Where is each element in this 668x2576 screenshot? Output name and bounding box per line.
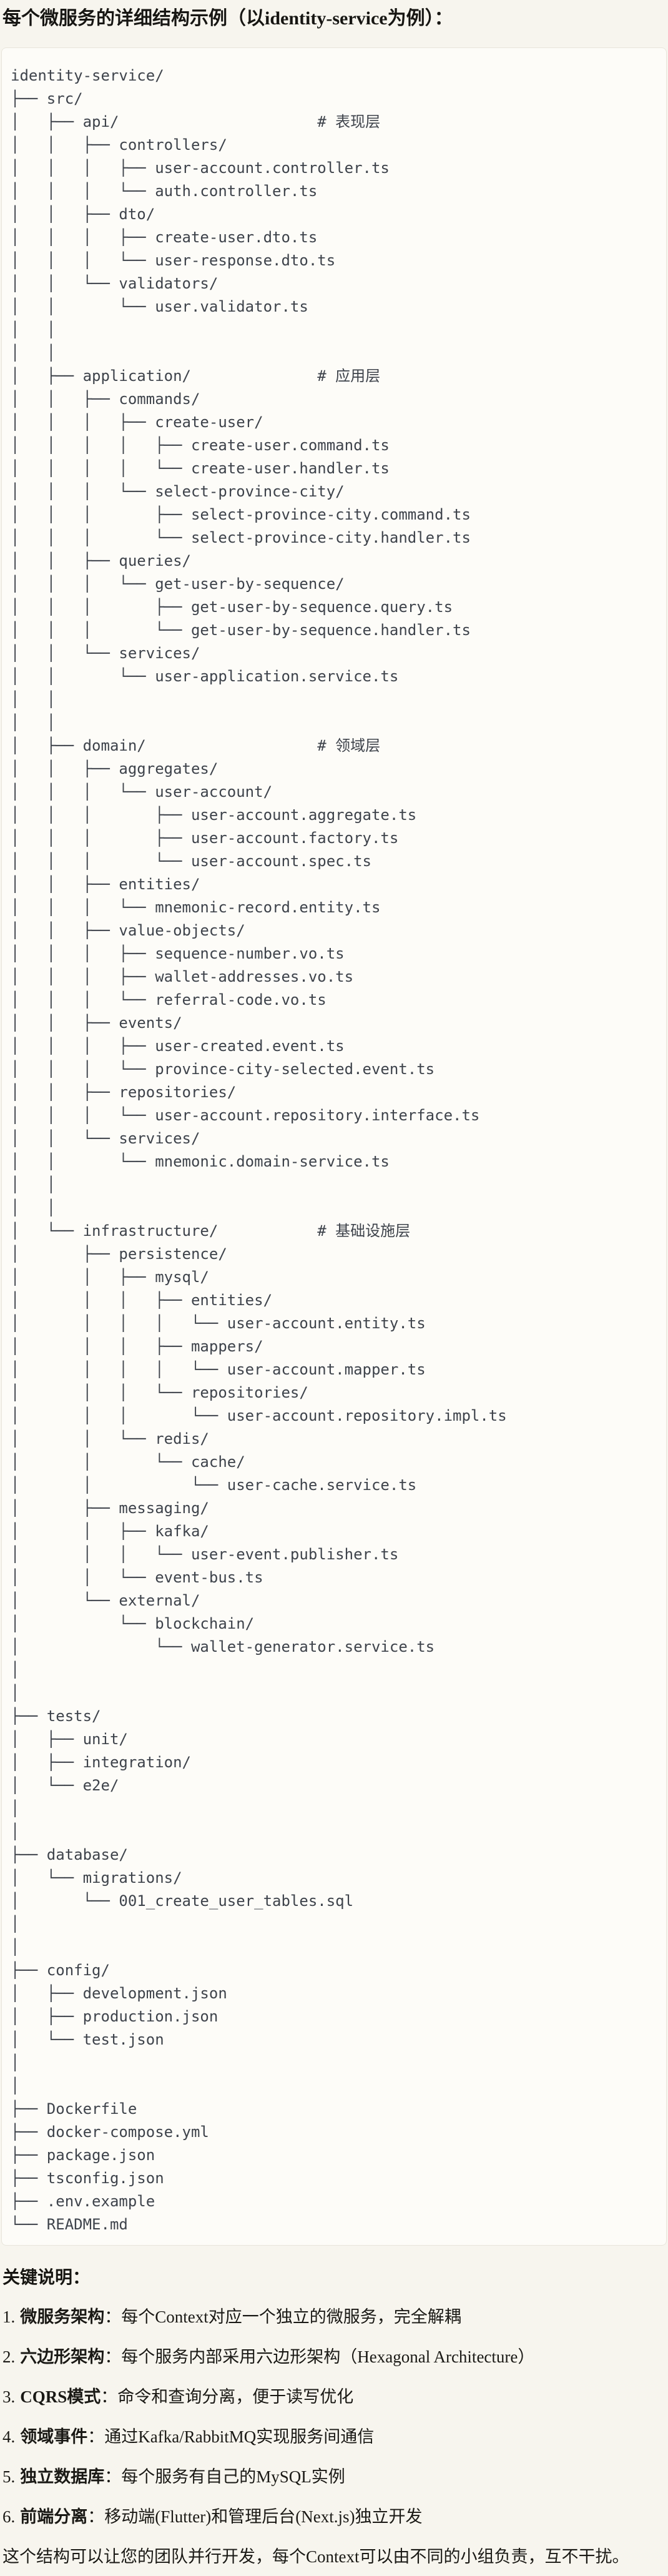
list-item-term: 独立数据库 [20, 2467, 105, 2486]
list-item-term: 前端分离 [20, 2507, 88, 2526]
key-notes-list: 1.微服务架构：每个Context对应一个独立的微服务，完全解耦 2.六边形架构… [2, 2306, 667, 2528]
directory-tree: identity-service/ ├── src/ │ ├── api/ # … [11, 67, 507, 2233]
page: { "page": { "title": "每个微服务的详细结构示例（以iden… [0, 5, 668, 2576]
code-block: identity-service/ ├── src/ │ ├── api/ # … [1, 47, 667, 2246]
list-item: 1.微服务架构：每个Context对应一个独立的微服务，完全解耦 [2, 2306, 667, 2328]
page-title: 每个微服务的详细结构示例（以identity-service为例）： [2, 8, 453, 29]
key-notes-section: 关键说明： 1.微服务架构：每个Context对应一个独立的微服务，完全解耦 2… [2, 2267, 667, 2528]
list-item-term: CQRS模式 [20, 2387, 101, 2406]
list-item-term: 领域事件 [20, 2427, 88, 2446]
list-item-number: 6. [2, 2507, 16, 2526]
list-item-number: 1. [2, 2307, 16, 2326]
list-item-number: 4. [2, 2427, 16, 2446]
list-item-text: ：通过Kafka/RabbitMQ实现服务间通信 [87, 2427, 375, 2446]
list-item: 3.CQRS模式：命令和查询分离，便于读写优化 [2, 2386, 667, 2408]
list-item-number: 5. [2, 2467, 16, 2486]
list-item-number: 3. [2, 2387, 16, 2406]
list-item-text: ：移动端(Flutter)和管理后台(Next.js)独立开发 [87, 2507, 423, 2526]
key-notes-heading: 关键说明： [2, 2268, 91, 2287]
list-item-term: 微服务架构 [20, 2307, 105, 2326]
list-item: 5.独立数据库：每个服务有自己的MySQL实例 [2, 2465, 667, 2488]
list-item-text: ：命令和查询分离，便于读写优化 [101, 2387, 354, 2406]
list-item-text: ：每个服务有自己的MySQL实例 [104, 2467, 345, 2486]
list-item-text: ：每个Context对应一个独立的微服务，完全解耦 [104, 2307, 461, 2326]
list-item-text: ：每个服务内部采用六边形架构（Hexagonal Architecture） [104, 2347, 535, 2366]
page-content: 每个微服务的详细结构示例（以identity-service为例）： ident… [0, 5, 668, 2568]
list-item: 2.六边形架构：每个服务内部采用六边形架构（Hexagonal Architec… [2, 2346, 667, 2368]
closing-paragraph: 这个结构可以让您的团队并行开发，每个Context可以由不同的小组负责，互不干扰… [2, 2547, 629, 2566]
list-item-term: 六边形架构 [20, 2347, 105, 2366]
list-item-number: 2. [2, 2347, 16, 2366]
list-item: 6.前端分离：移动端(Flutter)和管理后台(Next.js)独立开发 [2, 2505, 667, 2528]
list-item: 4.领域事件：通过Kafka/RabbitMQ实现服务间通信 [2, 2425, 667, 2448]
